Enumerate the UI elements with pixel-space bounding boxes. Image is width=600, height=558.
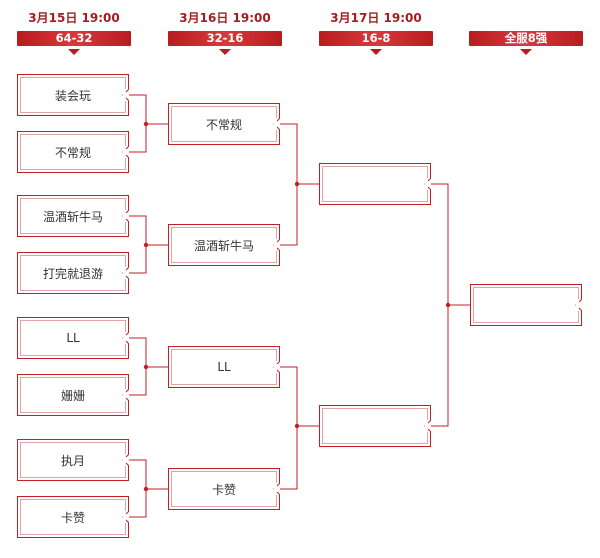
round-time: 3月16日 19:00 xyxy=(179,11,271,25)
round-time: 3月15日 19:00 xyxy=(28,11,120,25)
down-arrow-icon xyxy=(370,49,382,55)
round-label: 16-8 xyxy=(319,31,433,46)
bracket-slot-r2-4: 卡赞 xyxy=(168,468,280,510)
player-name: 卡赞 xyxy=(211,482,236,497)
bracket-slot-r3-1 xyxy=(319,163,431,205)
connector-r1-m1 xyxy=(129,94,168,153)
notch-icon xyxy=(122,511,129,523)
notch-icon xyxy=(273,239,280,251)
notch-icon xyxy=(273,118,280,130)
bracket-slot-r1-5: LL xyxy=(17,317,129,359)
connector-r3 xyxy=(431,183,470,427)
round-label: 全服8强 xyxy=(469,31,583,46)
player-name: 不常规 xyxy=(54,145,91,160)
player-name: LL xyxy=(217,360,231,374)
down-arrow-icon xyxy=(520,49,532,55)
notch-icon xyxy=(273,361,280,373)
notch-icon xyxy=(424,178,431,190)
notch-icon xyxy=(122,89,129,101)
round-label: 64-32 xyxy=(17,31,131,46)
connector-r2-m1 xyxy=(280,123,319,246)
round-header-64-32: 3月15日 19:00 64-32 xyxy=(17,0,131,55)
connector-r1-m2 xyxy=(129,215,168,274)
notch-icon xyxy=(575,299,582,311)
player-name: 温酒斩牛马 xyxy=(193,238,254,253)
down-arrow-icon xyxy=(219,49,231,55)
bracket-slot-r1-8: 卡赞 xyxy=(17,496,129,538)
notch-icon xyxy=(424,420,431,432)
player-name: 执月 xyxy=(60,453,85,468)
round-label: 32-16 xyxy=(168,31,282,46)
notch-icon xyxy=(122,332,129,344)
player-name: 温酒斩牛马 xyxy=(42,209,103,224)
bracket-slot-r1-1: 装会玩 xyxy=(17,74,129,116)
bracket-slot-r1-7: 执月 xyxy=(17,439,129,481)
notch-icon xyxy=(273,483,280,495)
notch-icon xyxy=(122,267,129,279)
notch-icon xyxy=(122,210,129,222)
player-name: 姗姗 xyxy=(60,388,85,403)
player-name: 装会玩 xyxy=(54,88,91,103)
round-header-16-8: 3月17日 19:00 16-8 xyxy=(319,0,433,55)
player-name: 不常规 xyxy=(205,117,242,132)
bracket-slot-r2-1: 不常规 xyxy=(168,103,280,145)
bracket-slot-final8 xyxy=(470,284,582,326)
player-name: LL xyxy=(66,331,80,345)
round-header-32-16: 3月16日 19:00 32-16 xyxy=(168,0,282,55)
bracket-slot-r1-3: 温酒斩牛马 xyxy=(17,195,129,237)
notch-icon xyxy=(122,389,129,401)
down-arrow-icon xyxy=(68,49,80,55)
bracket-slot-r3-2 xyxy=(319,405,431,447)
bracket-slot-r2-2: 温酒斩牛马 xyxy=(168,224,280,266)
bracket-slot-r1-6: 姗姗 xyxy=(17,374,129,416)
bracket-slot-r1-2: 不常规 xyxy=(17,131,129,173)
player-name: 卡赞 xyxy=(60,510,85,525)
connector-r2-m2 xyxy=(280,366,319,490)
round-header-final8: 全服8强 xyxy=(469,0,583,55)
notch-icon xyxy=(122,146,129,158)
bracket-slot-r2-3: LL xyxy=(168,346,280,388)
connector-r1-m4 xyxy=(129,459,168,518)
round-time: 3月17日 19:00 xyxy=(330,11,422,25)
connector-r1-m3 xyxy=(129,337,168,396)
notch-icon xyxy=(122,454,129,466)
player-name: 打完就退游 xyxy=(42,266,103,281)
bracket-slot-r1-4: 打完就退游 xyxy=(17,252,129,294)
